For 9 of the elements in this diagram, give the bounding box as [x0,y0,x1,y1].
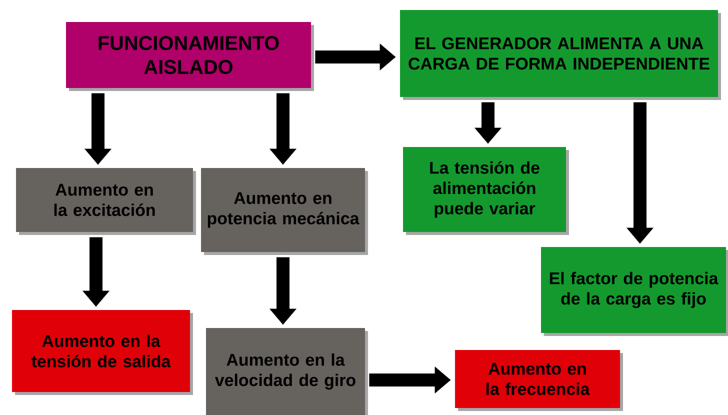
process-box: Aumento en la velocidad de giro [206,328,365,415]
process-box: Aumento en la frecuencia [455,350,620,408]
process-box: Aumento en potencia mecánica [201,168,365,252]
process-box: Aumento en la excitación [16,168,193,232]
process-box: La tensión de alimentación puede variar [403,147,566,232]
process-box: El factor de potencia de la carga es fijo [541,247,726,333]
process-box: FUNCIONAMIENTO AISLADO [66,22,311,88]
process-box: Aumento en la tensión de salida [12,310,190,392]
process-box: EL GENERADOR ALIMENTA A UNA CARGA DE FORMA INDEPENDIENTE [400,10,718,97]
